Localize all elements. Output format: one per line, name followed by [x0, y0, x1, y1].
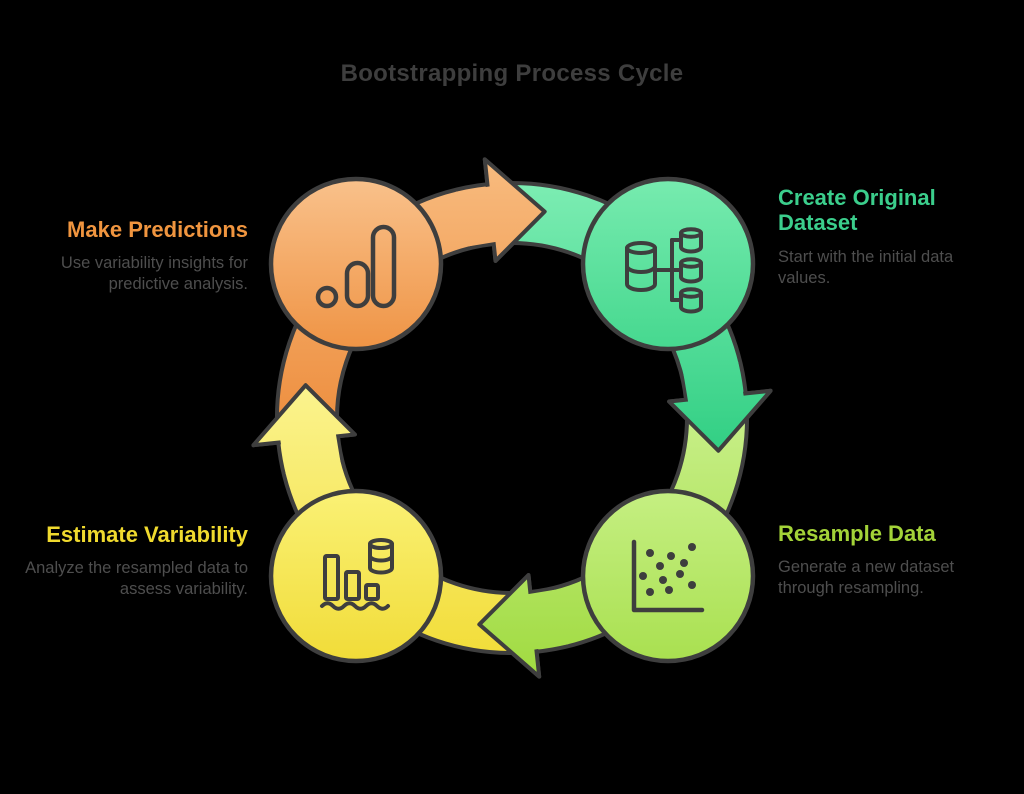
node-circle-resample-data: [580, 488, 756, 664]
node-circle-create-original-dataset: [580, 176, 756, 352]
arrowhead-patch: [455, 185, 499, 247]
node-circle-estimate-variability: [268, 488, 444, 664]
page-title: Bootstrapping Process Cycle: [340, 60, 684, 87]
step-description-create-original-dataset: Start with the initial data values.: [778, 247, 954, 287]
step-description-make-predictions: Use variability insights for predictive …: [60, 254, 248, 294]
step-title-estimate-variability: Estimate Variability: [46, 522, 248, 547]
step-description-estimate-variability: Analyze the resampled data to assess var…: [25, 559, 248, 599]
analytics-bars-icon: [315, 224, 397, 309]
arrowhead-patch: [279, 431, 341, 475]
arrowhead-patch: [683, 361, 745, 405]
bars-database-wave-icon: [320, 538, 394, 611]
step-block-make-predictions: Make Predictions Use variability insight…: [13, 217, 248, 295]
step-title-create-original-dataset: Create Original Dataset: [778, 185, 936, 236]
step-block-resample-data: Resample Data Generate a new dataset thr…: [778, 521, 993, 599]
database-branch-icon: [625, 227, 703, 314]
scatter-plot-icon: [631, 539, 705, 613]
step-title-make-predictions: Make Predictions: [67, 217, 248, 242]
step-description-resample-data: Generate a new dataset through resamplin…: [778, 558, 955, 598]
step-title-resample-data: Resample Data: [778, 521, 936, 546]
step-block-estimate-variability: Estimate Variability Analyze the resampl…: [3, 522, 248, 600]
step-block-create-original-dataset: Create Original Dataset Start with the i…: [778, 185, 993, 289]
arrowhead-patch: [525, 589, 569, 651]
